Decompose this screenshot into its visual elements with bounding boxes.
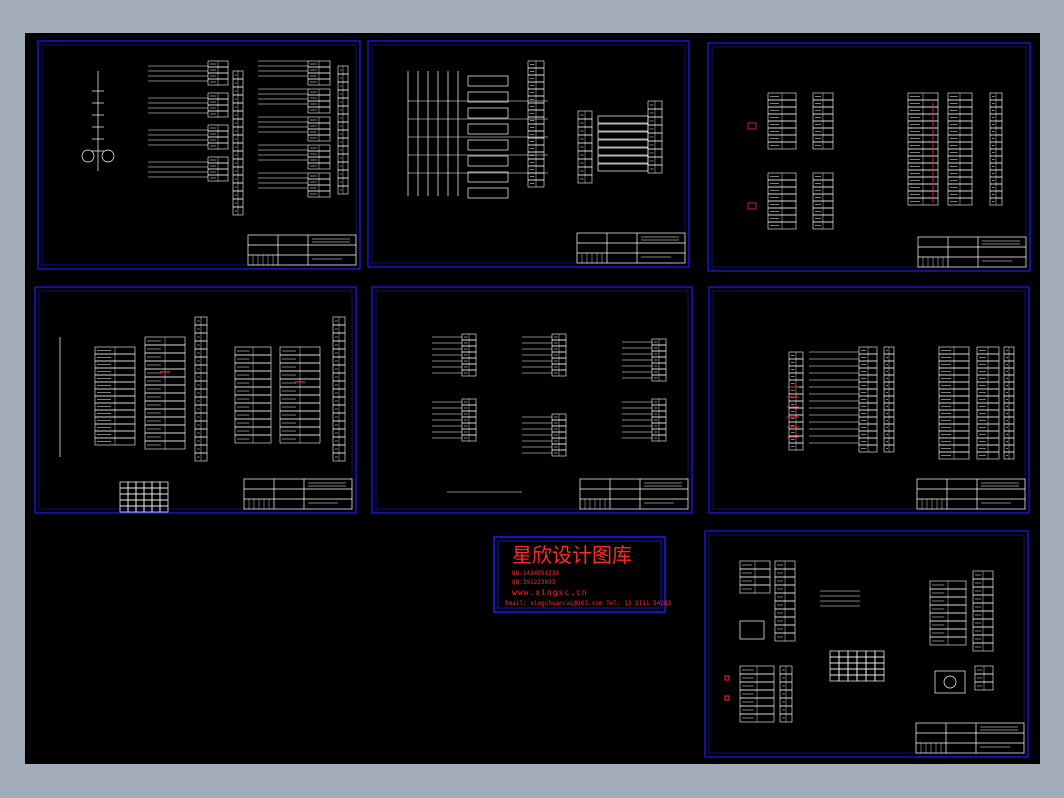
- stamp-url: www.xingsc.cn: [512, 588, 588, 597]
- drawing-sheet-3[interactable]: [707, 42, 1031, 272]
- drawing-sheet-4[interactable]: [34, 286, 357, 514]
- stamp-qq-2: QQ:391223033: [512, 579, 556, 586]
- drawing-sheet-7[interactable]: [704, 530, 1029, 758]
- stamp-title: 星欣设计图库: [512, 543, 632, 567]
- stamp-email: Email: xingchuancai@163.com Tel: 13 3111…: [505, 600, 672, 607]
- drawing-sheet-5[interactable]: [371, 286, 693, 514]
- drawing-sheet-1[interactable]: [37, 40, 361, 270]
- drawing-sheet-6[interactable]: [708, 286, 1030, 514]
- drawing-sheet-2[interactable]: [367, 40, 690, 268]
- stamp-qq-1: QQ:1424051239: [512, 570, 559, 577]
